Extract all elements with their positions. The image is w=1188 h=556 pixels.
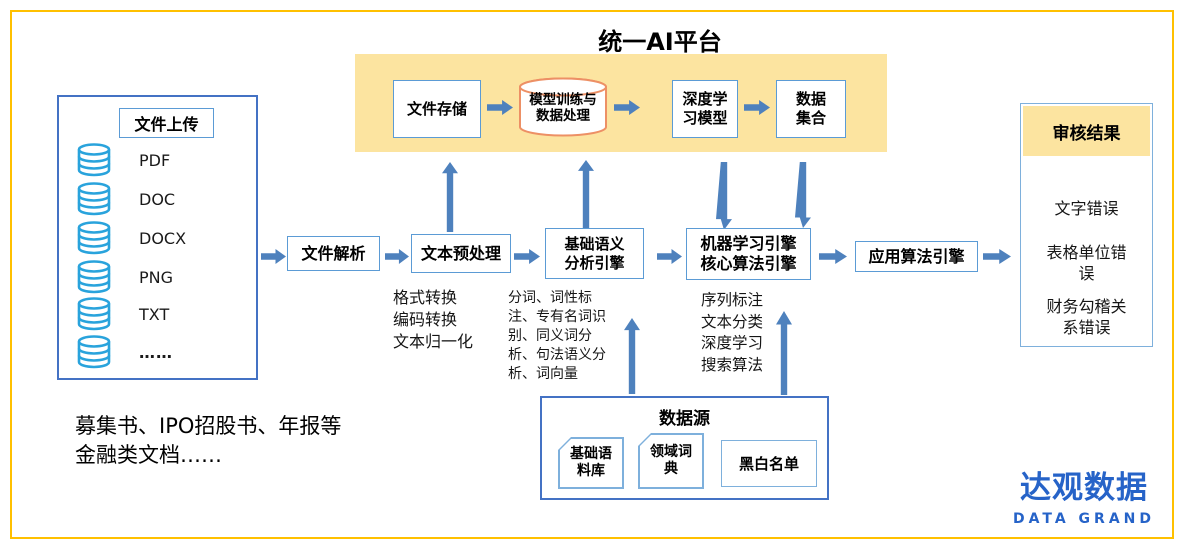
preprocess-notes: 格式转换 编码转换 文本归一化 — [393, 288, 473, 355]
file-type-label: PDF — [139, 150, 171, 170]
document-types-caption: 募集书、IPO招股书、年报等 金融类文档…… — [75, 414, 342, 467]
datasource-card-label: 基础语料库 — [560, 439, 622, 487]
node-data-collection: 数据集合 — [776, 80, 846, 138]
ml-notes: 序列标注 文本分类 深度学习 搜索算法 — [701, 291, 763, 377]
audit-item: 表格单位错误 — [1046, 243, 1127, 283]
note-line: 序列标注 — [701, 291, 764, 309]
node-apply-engine: 应用算法引擎 — [855, 241, 978, 272]
note-line: 深度学习 — [701, 334, 764, 353]
audit-item: 财务勾稽关系错误 — [1046, 297, 1127, 337]
cylinder-shape-icon — [519, 77, 607, 137]
database-icon — [77, 143, 111, 177]
list-item: TXT — [75, 297, 169, 331]
page-title: 统一AI平台 — [598, 28, 722, 56]
audit-item: 文字错误 — [1054, 199, 1119, 218]
list-item: …… — [75, 335, 173, 369]
database-icon — [77, 182, 111, 216]
node-file-storage: 文件存储 — [393, 80, 481, 138]
audit-result-title: 审核结果 — [1023, 106, 1150, 156]
database-icon — [77, 260, 111, 294]
file-type-label: …… — [139, 342, 173, 362]
node-deep-learning-model: 深度学习模型 — [672, 80, 738, 138]
node-text-preprocess: 文本预处理 — [411, 234, 511, 273]
datagrand-logo: 达观数据 DATA GRAND — [1008, 462, 1160, 527]
node-file-parse: 文件解析 — [287, 236, 380, 271]
datasource-panel: 数据源 基础语料库 领域词典 黑白名单 — [540, 396, 829, 500]
note-line: 编码转换 — [393, 310, 458, 330]
note-line: 文本归一化 — [393, 332, 474, 352]
database-icon — [77, 297, 111, 331]
note-line: 格式转换 — [393, 288, 458, 307]
list-item: PDF — [75, 143, 170, 177]
node-model-training-cylinder: 模型训练与数据处理 — [518, 77, 608, 137]
audit-result-panel: 审核结果 文字错误 表格单位错误 财务勾稽关系错误 — [1020, 103, 1153, 347]
file-upload-panel: 文件上传 PDF DOC DOCX PNG TXT …… — [57, 95, 258, 380]
node-semantic-engine: 基础语义分析引擎 — [545, 228, 644, 279]
file-type-label: PNG — [139, 267, 174, 287]
node-ml-engine: 机器学习引擎核心算法引擎 — [686, 228, 811, 280]
database-icon — [77, 335, 111, 369]
logo-chinese-name: 达观数据 — [1020, 470, 1148, 506]
semantic-notes: 分词、词性标注、专有名词识别、同义词分析、句法语义分析、词向量 — [508, 290, 606, 383]
diagram-frame — [10, 10, 1174, 539]
list-item: DOC — [75, 182, 175, 216]
file-type-label: TXT — [139, 304, 170, 324]
database-icon — [77, 221, 111, 255]
file-type-label: DOC — [139, 189, 176, 209]
datasource-card-corpus: 基础语料库 — [558, 437, 624, 489]
datasource-card-label: 领域词典 — [640, 435, 702, 487]
file-upload-title: 文件上传 — [119, 108, 214, 138]
list-item: PNG — [75, 260, 173, 294]
datasource-card-blacklist: 黑白名单 — [721, 440, 817, 487]
file-type-label: DOCX — [139, 228, 187, 248]
note-line: 文本分类 — [701, 312, 764, 331]
datasource-title: 数据源 — [659, 409, 710, 429]
logo-english-name: DATA GRAND — [1013, 511, 1155, 527]
node-model-training-label: 模型训练与数据处理 — [529, 92, 597, 125]
list-item: DOCX — [75, 221, 186, 255]
note-line: 搜索算法 — [701, 355, 764, 374]
datasource-card-dictionary: 领域词典 — [638, 433, 704, 489]
